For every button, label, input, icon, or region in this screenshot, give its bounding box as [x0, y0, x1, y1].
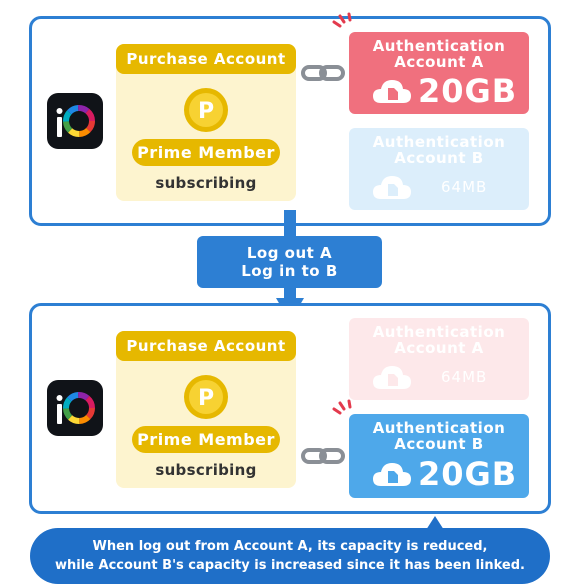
purchase-account-header: Purchase Account	[116, 44, 296, 74]
flow-arrow-stem	[284, 210, 296, 238]
spark-icon	[332, 12, 352, 28]
auth-capacity: 64MB	[441, 178, 488, 196]
auth-title-line1: Authentication	[372, 419, 506, 437]
subscription-status: subscribing	[155, 461, 257, 479]
link-icon	[301, 448, 345, 464]
note-pointer	[426, 516, 444, 530]
spark-icon	[332, 399, 352, 415]
auth-title-line2: Account A	[394, 53, 484, 71]
link-icon	[301, 65, 345, 81]
purchase-account-header: Purchase Account	[116, 331, 296, 361]
prime-member-badge: Prime Member	[132, 139, 280, 166]
auth-capacity: 20GB	[418, 455, 518, 493]
svg-text:P: P	[198, 99, 214, 124]
purchase-account-card: Purchase Account P Prime Member subscrib…	[116, 44, 296, 201]
auth-account-a-inactive: Authentication Account A 64MB	[349, 318, 529, 400]
auth-title-line2: Account B	[394, 149, 484, 167]
app-icon	[47, 93, 103, 149]
auth-title-line1: Authentication	[372, 133, 506, 151]
cloud-icon	[373, 366, 411, 389]
purchase-account-card: Purchase Account P Prime Member subscrib…	[116, 331, 296, 488]
auth-account-a-active: Authentication Account A 20GB	[349, 32, 529, 114]
steps-box: Log out A Log in to B	[197, 236, 382, 288]
auth-account-b-inactive: Authentication Account B 64MB	[349, 128, 529, 210]
note-line1: When log out from Account A, its capacit…	[92, 539, 488, 554]
svg-text:P: P	[198, 386, 214, 411]
step-login: Log in to B	[241, 262, 338, 280]
auth-title-line2: Account A	[394, 339, 484, 357]
auth-title-line2: Account B	[394, 435, 484, 453]
step-logout: Log out A	[246, 244, 333, 262]
auth-title-line1: Authentication	[372, 323, 506, 341]
explanation-note: When log out from Account A, its capacit…	[30, 528, 550, 584]
subscription-status: subscribing	[155, 174, 257, 192]
auth-title-line1: Authentication	[372, 37, 506, 55]
coin-icon: P	[184, 88, 228, 132]
app-icon	[47, 380, 103, 436]
note-line2: while Account B's capacity is increased …	[54, 558, 525, 573]
cloud-icon	[373, 176, 411, 199]
coin-icon: P	[184, 375, 228, 419]
auth-capacity: 20GB	[418, 72, 518, 110]
cloud-icon	[373, 80, 411, 103]
auth-capacity: 64MB	[441, 368, 488, 386]
auth-account-b-active: Authentication Account B 20GB	[349, 414, 529, 498]
prime-member-badge: Prime Member	[132, 426, 280, 453]
cloud-icon	[373, 463, 411, 486]
